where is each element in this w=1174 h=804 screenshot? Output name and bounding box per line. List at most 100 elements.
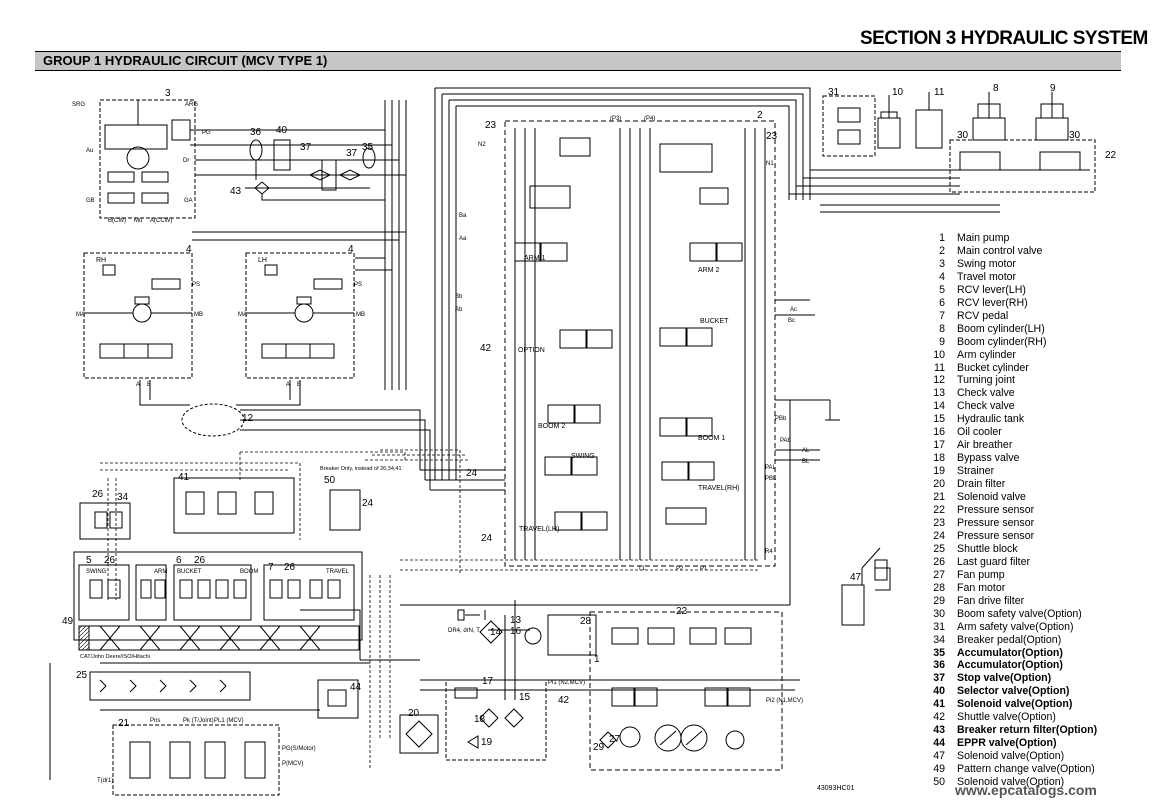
- legend-item-number: 40: [933, 685, 945, 698]
- port-bc: Bc: [788, 318, 795, 324]
- label-29: 29: [593, 742, 605, 753]
- legend-item-label: Main control valve: [957, 244, 1043, 257]
- legend-item-number: 30: [933, 607, 945, 620]
- legend-item-number: 6: [939, 296, 945, 309]
- legend-item-label: Last guard filter: [957, 555, 1031, 568]
- label-swing: SWING: [571, 453, 595, 460]
- fan-motor-28: [524, 614, 597, 656]
- solenoid-valve-21: [112, 724, 280, 796]
- legend-item-number: 34: [933, 633, 945, 646]
- label-23b: 23: [766, 131, 778, 142]
- legend-item-label: Solenoid valve(Option): [957, 750, 1065, 763]
- label-16: 16: [510, 626, 522, 637]
- legend-item-label: Air breather: [957, 439, 1013, 452]
- shuttle-block: [89, 671, 251, 701]
- label-lh: LH: [258, 257, 267, 264]
- legend-item-number: 16: [933, 426, 945, 439]
- legend-item-label: Breaker return filter(Option): [957, 724, 1098, 737]
- legend-item-number: 7: [939, 309, 945, 322]
- label-26a: 26: [92, 489, 104, 500]
- label-28: 28: [580, 616, 592, 627]
- port-aa: Aa: [459, 236, 467, 242]
- port-ac: Ac: [790, 307, 797, 313]
- label-23a: 23: [485, 120, 497, 131]
- legend-item-label: Travel motor: [957, 270, 1017, 283]
- port-mb-lh: MB: [356, 312, 365, 318]
- legend-item-number: 28: [933, 581, 945, 594]
- legend-item-label: Check valve: [957, 387, 1015, 400]
- watermark: www.epcatalogs.com: [955, 782, 1097, 798]
- label-26c: 26: [194, 555, 206, 566]
- turning-joint: [181, 403, 245, 437]
- legend-item-label: Fan pump: [957, 568, 1005, 581]
- legend-item-label: Arm cylinder: [957, 348, 1016, 361]
- boom-cylinder-lh: [972, 92, 1006, 141]
- port-dr: Dr: [183, 158, 189, 164]
- label-10: 10: [892, 87, 904, 98]
- port-b-lh: B: [297, 382, 301, 388]
- label-13: 13: [510, 615, 522, 626]
- label-43: 43: [230, 186, 242, 197]
- label-boom2: BOOM 2: [538, 423, 565, 430]
- port-gb: GB: [86, 198, 95, 204]
- rcv-bucket: BUCKET: [177, 569, 202, 575]
- legend-item-label: Pressure sensor: [957, 504, 1035, 517]
- port-bb: Bb: [455, 294, 463, 300]
- legend-item-number: 50: [933, 776, 945, 789]
- label-26b: 26: [104, 555, 116, 566]
- rcv-boom: BOOM: [240, 569, 258, 575]
- label-49: 49: [62, 616, 74, 627]
- check-valves: [488, 600, 530, 700]
- port-drn: DR4, drN, T: [448, 628, 480, 634]
- breaker-circuit: [245, 139, 385, 201]
- legend-item-number: 20: [933, 478, 945, 491]
- label-5: 5: [86, 555, 92, 566]
- legend-item-label: Turning joint: [957, 374, 1015, 387]
- legend-item-label: Strainer: [957, 465, 995, 478]
- legend-item-number: 9: [939, 335, 945, 348]
- legend-item-number: 21: [933, 491, 945, 504]
- legend-item-label: Check valve: [957, 400, 1015, 413]
- drain-filter-20: [399, 714, 439, 754]
- solenoid-valve-50: [329, 489, 361, 531]
- label-11: 11: [934, 87, 945, 98]
- label-arm2: ARM 2: [698, 267, 720, 274]
- legend-item-number: 4: [939, 270, 945, 283]
- legend-item-number: 44: [933, 737, 945, 750]
- label-30b: 30: [1069, 130, 1081, 141]
- travel-motor-rh: [83, 252, 193, 379]
- legend-item-number: 25: [933, 542, 945, 555]
- legend-item-number: 29: [933, 594, 945, 607]
- legend-item-number: 2: [939, 244, 945, 257]
- legend-item-number: 18: [933, 452, 945, 465]
- label-bucket: BUCKET: [700, 318, 729, 325]
- rcv-levers: [73, 551, 363, 641]
- legend-item-label: Pattern change valve(Option): [957, 763, 1095, 776]
- rcv-swing: SWING: [86, 569, 107, 575]
- label-9: 9: [1050, 83, 1056, 94]
- arm-cylinder: [877, 95, 901, 149]
- pattern-change-valve: [78, 625, 360, 651]
- port-pl1: PL1 (MCV): [214, 718, 244, 724]
- port-p-mcv: P(MCV): [282, 761, 303, 767]
- label-24c: 24: [362, 498, 374, 509]
- label-40: 40: [276, 125, 288, 136]
- port-bcw: B(CW): [108, 218, 126, 224]
- arm-safety-valve: [822, 95, 876, 157]
- port-accw: A(CCW): [150, 218, 172, 224]
